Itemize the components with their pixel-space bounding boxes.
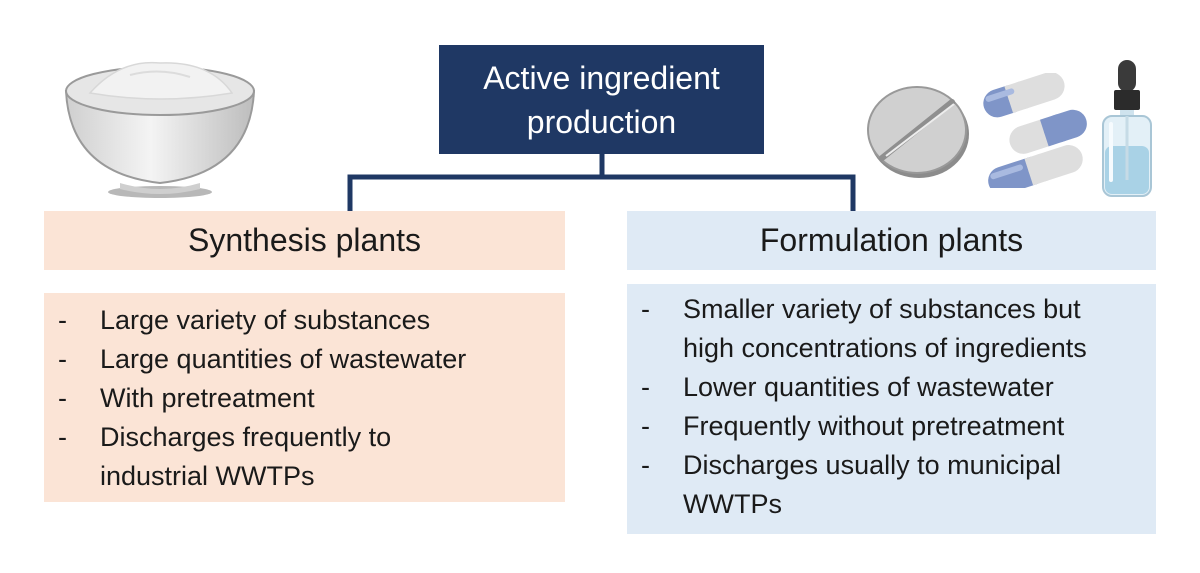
synthesis-plants-header: Synthesis plants (44, 211, 565, 270)
formulation-plants-title: Formulation plants (759, 222, 1024, 258)
list-item: - Discharges usually to municipal WWTPs (627, 446, 1156, 524)
list-item-text: Lower quantities of wastewater (683, 372, 1054, 402)
synthesis-plants-list: - Large variety of substances - Large quan… (44, 293, 565, 502)
bullet-dash: - (641, 294, 650, 324)
list-item-text: Smaller variety of substances but high c… (683, 294, 1087, 363)
synthesis-plants-title: Synthesis plants (187, 222, 421, 258)
capsule-icon (983, 73, 1087, 188)
list-item-text: Large quantities of wastewater (100, 344, 467, 374)
bullet-dash: - (58, 305, 67, 335)
list-item: - With pretreatment (44, 379, 565, 418)
dropper-bottle-icon (1102, 60, 1152, 197)
powder-bowl-icon (64, 61, 256, 198)
list-item-text: Frequently without pretreatment (683, 411, 1065, 441)
list-item: - Frequently without pretreatment (627, 407, 1156, 446)
list-item: - Large variety of substances (44, 301, 565, 340)
list-item: - Lower quantities of wastewater (627, 368, 1156, 407)
formulation-plants-list: - Smaller variety of substances but high … (627, 284, 1156, 534)
list-item-text: With pretreatment (100, 383, 315, 413)
list-item-text: Large variety of substances (100, 305, 431, 335)
list-item-text: Discharges usually to municipal WWTPs (683, 450, 1062, 519)
bullet-dash: - (641, 372, 650, 402)
list-item: - Discharges frequently to industrial WWT… (44, 418, 565, 496)
bullet-dash: - (641, 450, 650, 480)
list-item: - Smaller variety of substances but high … (627, 290, 1156, 368)
bullet-dash: - (58, 422, 67, 452)
list-item: - Large quantities of wastewater (44, 340, 565, 379)
list-item-text: Discharges frequently to industrial WWTP… (100, 422, 392, 491)
formulation-plants-header: Formulation plants (627, 211, 1156, 270)
top-title-line1: Active ingredient (483, 59, 720, 96)
top-title-line2: production (526, 103, 677, 140)
active-ingredient-box: Active ingredient production (439, 45, 764, 154)
bullet-dash: - (58, 383, 67, 413)
tablet-icon (867, 86, 969, 178)
bullet-dash: - (58, 344, 67, 374)
bullet-dash: - (641, 411, 650, 441)
